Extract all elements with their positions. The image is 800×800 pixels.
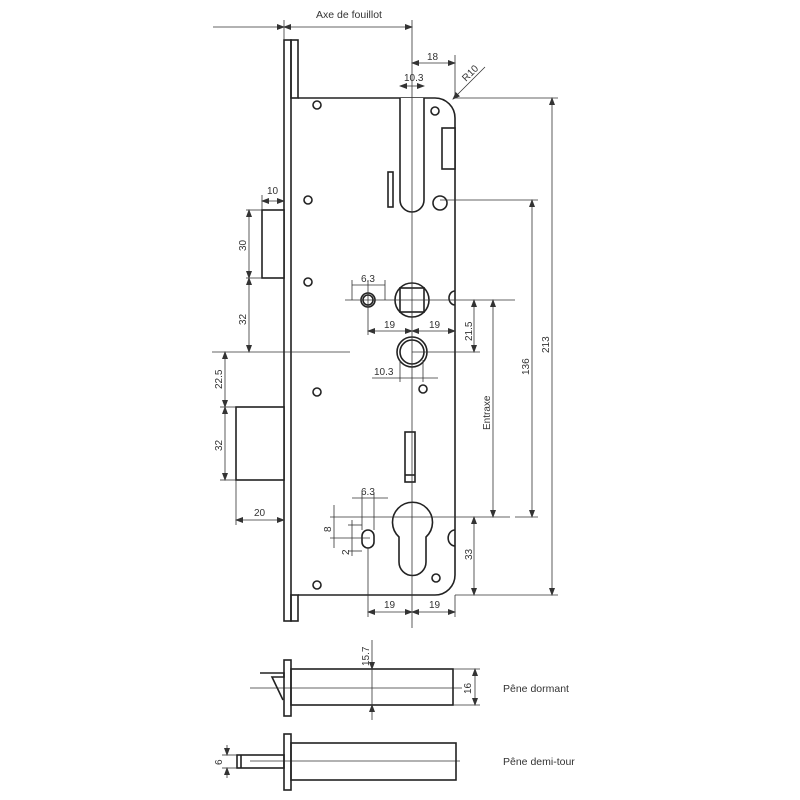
dim-19-upper-right: 19 <box>429 320 441 331</box>
axe-de-fouillot-label: Axe de fouillot <box>316 9 382 21</box>
side-notch <box>441 127 456 170</box>
dim-19-upper-left: 19 <box>384 320 396 331</box>
dimension-arrows <box>213 24 555 615</box>
dim-32-lower: 32 <box>214 439 225 451</box>
dim-6: 6 <box>214 759 225 765</box>
screw-hole <box>312 100 322 110</box>
dimension-labels: Axe de fouillot 18 10.3 R10 213 136 Entr… <box>214 9 552 611</box>
dim-21-5: 21.5 <box>464 321 475 341</box>
right-notch-upper <box>448 290 456 306</box>
latch-bolt-detail: 6 Pêne demi-tour <box>214 733 575 791</box>
screw-holes <box>303 100 441 590</box>
dim-15-7: 15.7 <box>361 646 372 666</box>
dead-bolt <box>235 406 285 481</box>
dim-19-lower-right: 19 <box>429 600 441 611</box>
lock-case <box>235 39 456 622</box>
dim-6-3-lower: 6.3 <box>361 487 375 498</box>
lower-oval-hole <box>361 529 375 549</box>
center-slot <box>404 431 416 483</box>
dim-213: 213 <box>541 336 552 353</box>
euro-cylinder-cutout <box>391 501 434 577</box>
dim-10-3-top: 10.3 <box>404 73 424 84</box>
dim-6-3-upper: 6.3 <box>361 274 375 285</box>
screw-hole <box>418 384 428 394</box>
faceplate-tab-top <box>290 39 299 99</box>
dim-19-lower-left: 19 <box>384 600 396 611</box>
dim-r10: R10 <box>460 63 481 84</box>
dim-20: 20 <box>254 508 266 519</box>
dim-22-5: 22.5 <box>214 369 225 389</box>
pene-dormant-label: Pêne dormant <box>503 683 569 695</box>
construction-lines <box>212 20 558 628</box>
screw-hole <box>303 277 313 287</box>
dim-16: 16 <box>463 682 474 694</box>
dead-bolt-tail <box>260 672 285 701</box>
case-outline <box>298 97 456 596</box>
screw-hole <box>430 106 440 116</box>
screw-hole <box>312 580 322 590</box>
dim-33: 33 <box>464 548 475 560</box>
dim-2: 2 <box>341 549 352 555</box>
dim-136: 136 <box>521 358 532 375</box>
latch-rod <box>236 754 285 769</box>
right-notch-lower <box>447 529 456 547</box>
dim-10: 10 <box>267 186 279 197</box>
screw-hole <box>303 195 313 205</box>
small-slot <box>387 171 394 208</box>
dead-bolt-detail: 15.7 16 Pêne dormant <box>250 640 569 720</box>
large-hole <box>432 195 448 211</box>
pene-demi-tour-label: Pêne demi-tour <box>503 756 575 768</box>
dim-32-upper: 32 <box>238 313 249 325</box>
dim-18: 18 <box>427 52 439 63</box>
dim-8: 8 <box>323 526 334 532</box>
latch-bolt <box>261 209 285 279</box>
screw-hole <box>431 573 441 583</box>
entraxe-label: Entraxe <box>482 395 493 430</box>
faceplate <box>283 39 292 622</box>
screw-hole <box>312 387 322 397</box>
faceplate-tab-bottom <box>290 594 299 622</box>
dim-10-3-mid: 10.3 <box>374 367 394 378</box>
dim-30: 30 <box>238 239 249 251</box>
